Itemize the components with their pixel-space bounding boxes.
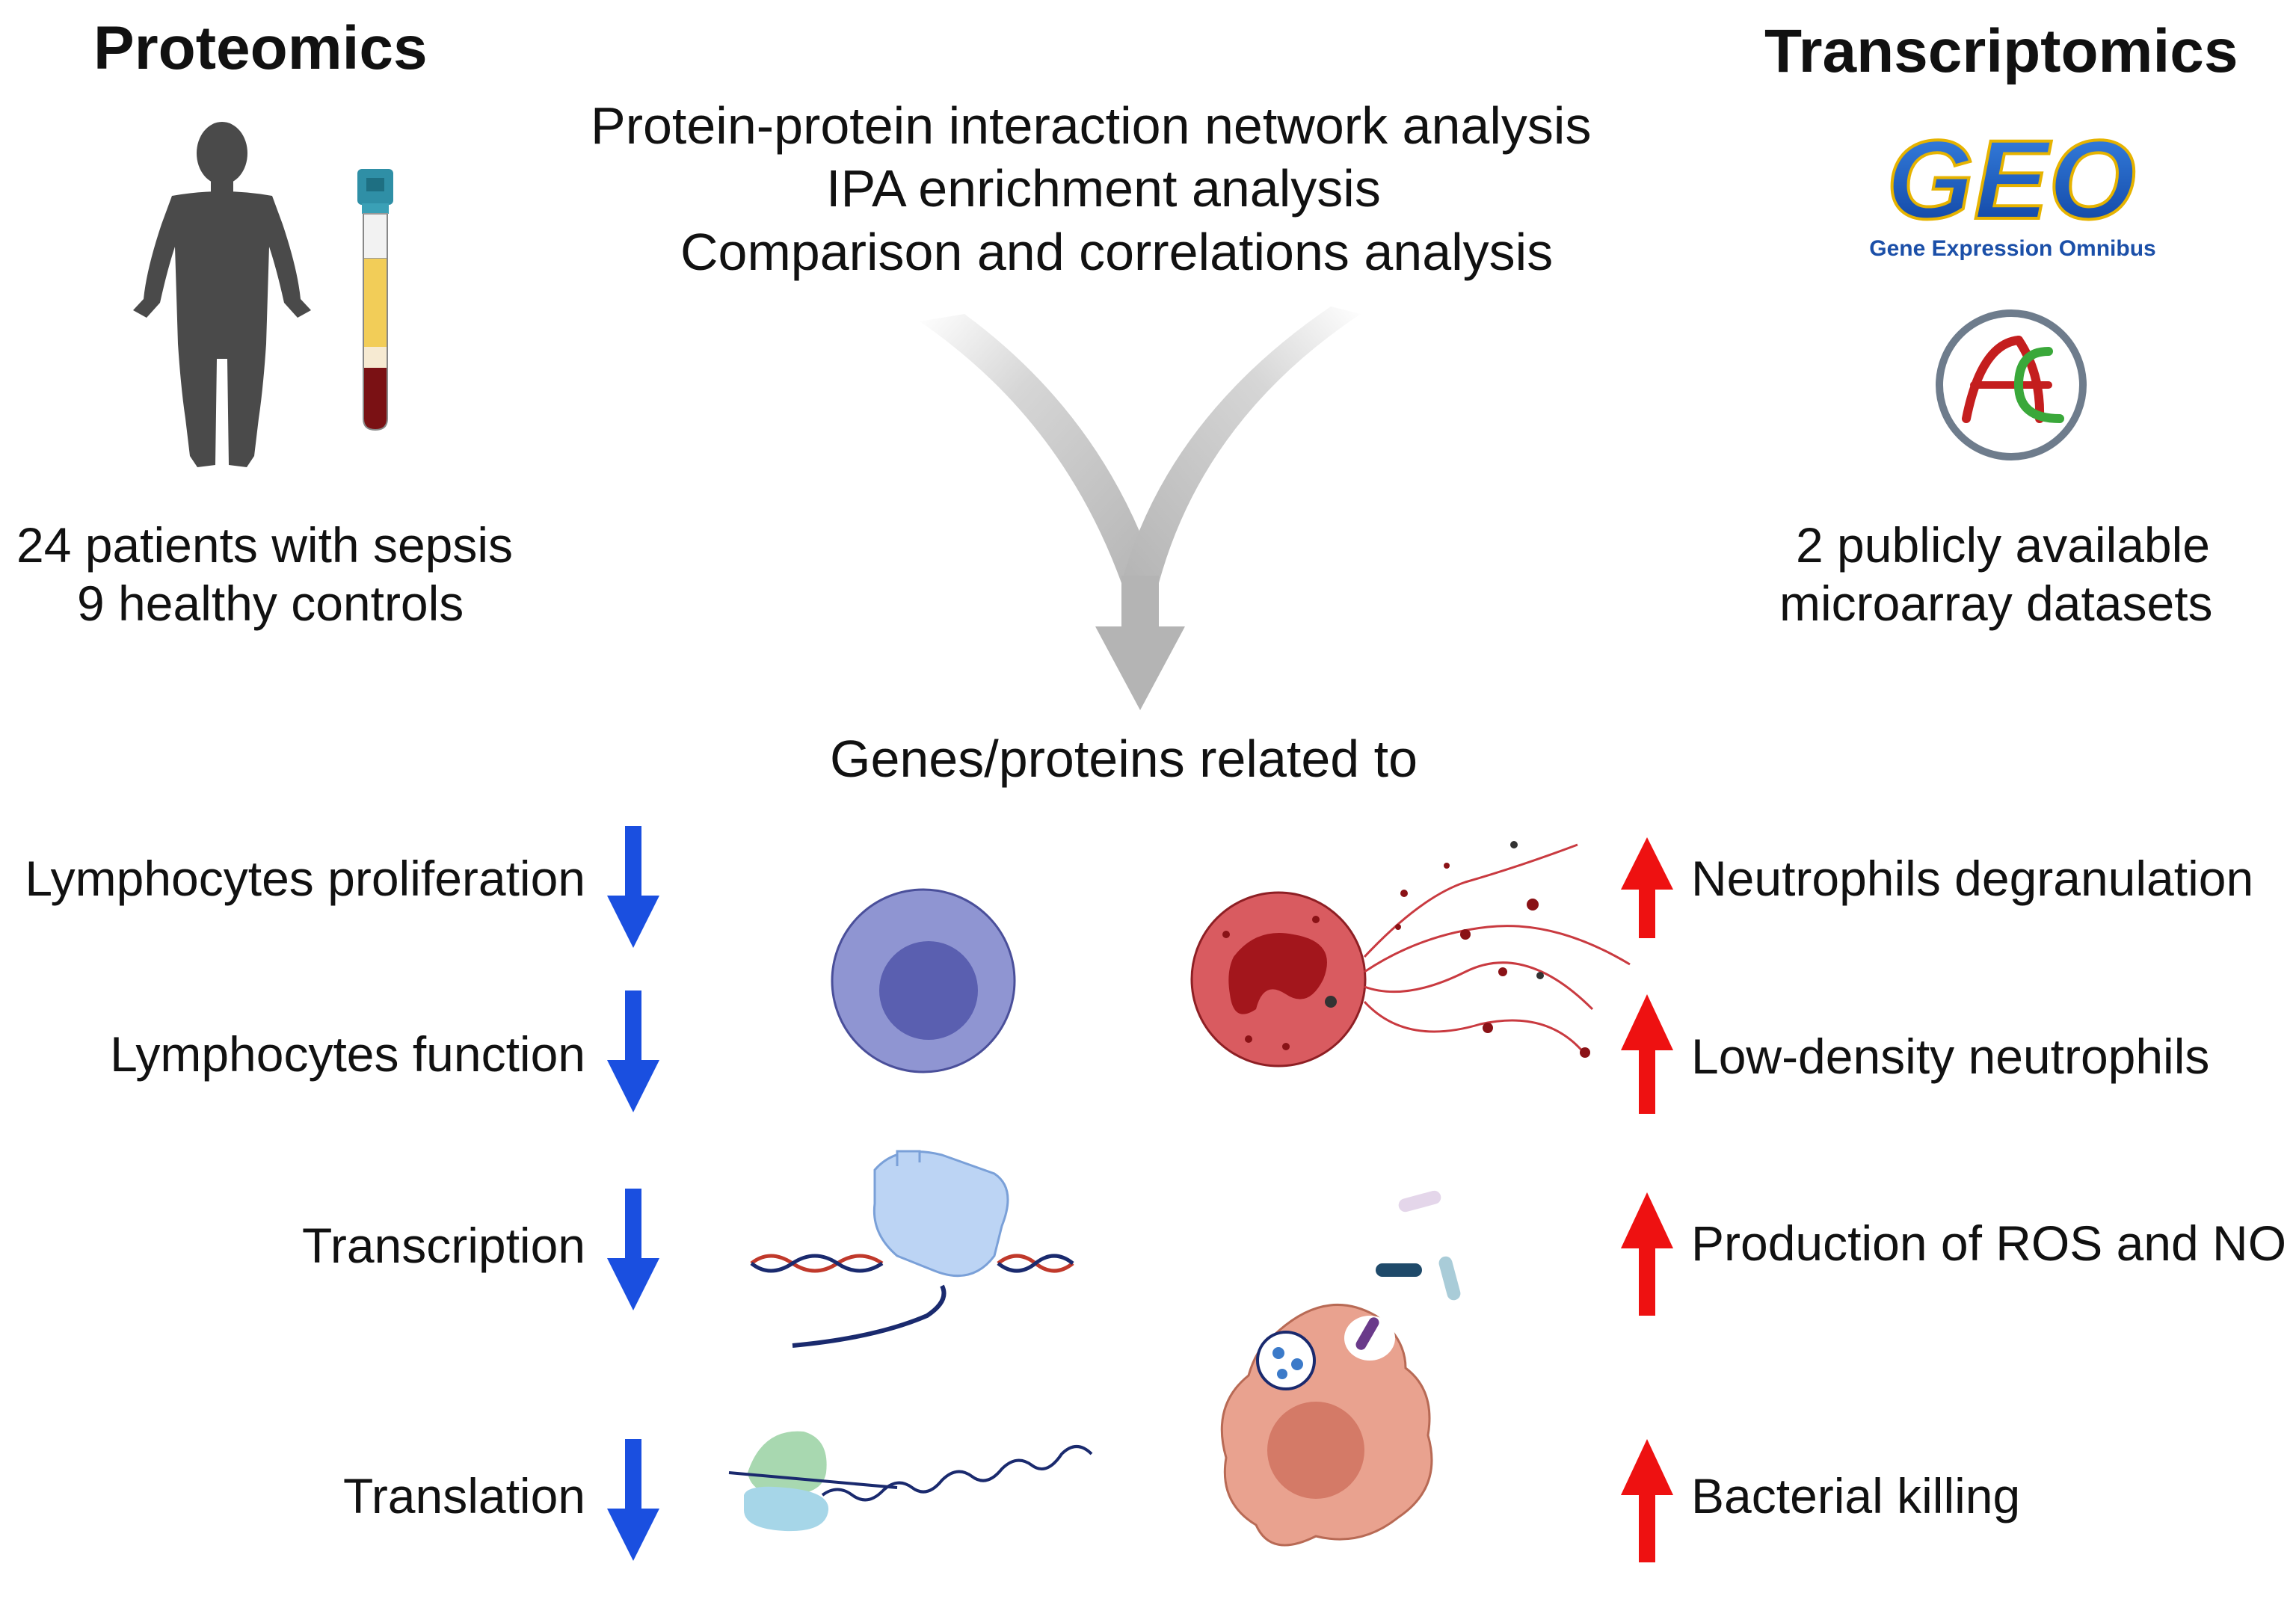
increased-label-bacterial-killing: Bacterial killing [1691, 1468, 2021, 1523]
blood-tube-icon [357, 169, 393, 431]
geo-subtitle: Gene Expression Omnibus [1869, 236, 2155, 261]
down-arrow-icon [607, 990, 659, 1112]
proteomics-title: Proteomics [93, 14, 428, 82]
transcriptomics-caption-line: 2 publicly available [1796, 517, 2211, 573]
down-arrow-icon [607, 1189, 659, 1310]
up-arrow-icon [1621, 1192, 1673, 1316]
analysis-line: Comparison and correlations analysis [680, 223, 1554, 281]
translation-icon [728, 1431, 1093, 1532]
decreased-label-lymphocytes-function: Lymphocytes function [110, 1026, 585, 1082]
decreased-label-transcription: Transcription [301, 1218, 585, 1273]
down-arrow-icon [607, 826, 659, 948]
up-arrow-icon [1621, 1439, 1673, 1562]
genes-proteins-label: Genes/proteins related to [830, 730, 1418, 788]
decreased-label-translation: Translation [342, 1468, 585, 1523]
bacterium-icon [1376, 1263, 1422, 1277]
up-arrow-icon [1621, 837, 1673, 938]
merge-arrow [920, 306, 1361, 710]
macrophage-cell-icon [1220, 1304, 1433, 1547]
down-arrow-icon [607, 1439, 659, 1561]
transcriptomics-caption-line: microarray datasets [1779, 576, 2213, 631]
increased-label-ros-no: Production of ROS and NO [1691, 1216, 2287, 1271]
up-arrow-icon [1621, 994, 1673, 1114]
decreased-label-lymphocytes-proliferation: Lymphocytes proliferation [25, 851, 585, 906]
analysis-line: IPA enrichment analysis [826, 159, 1381, 218]
transcription-icon [750, 1150, 1074, 1348]
bacterium-icon [1438, 1256, 1461, 1301]
transcriptomics-title: Transcriptomics [1764, 17, 2238, 85]
bacterium-icon [1398, 1190, 1441, 1213]
increased-label-low-density-neutrophils: Low-density neutrophils [1691, 1029, 2210, 1084]
geo-logo: GEO Gene Expression Omnibus [1869, 115, 2155, 261]
human-body-icon [133, 122, 311, 467]
geo-logo-text: GEO [1886, 117, 2135, 242]
proteomics-caption-line: 9 healthy controls [77, 576, 464, 631]
neutrophil-cell-icon [1190, 841, 1631, 1067]
lymphocyte-cell-icon [831, 888, 1016, 1073]
arrayexpress-logo [1936, 309, 2087, 460]
analysis-line: Protein-protein interaction network anal… [591, 96, 1592, 155]
increased-label-neutrophils-degranulation: Neutrophils degranulation [1691, 851, 2254, 906]
proteomics-caption-line: 24 patients with sepsis [16, 517, 514, 573]
